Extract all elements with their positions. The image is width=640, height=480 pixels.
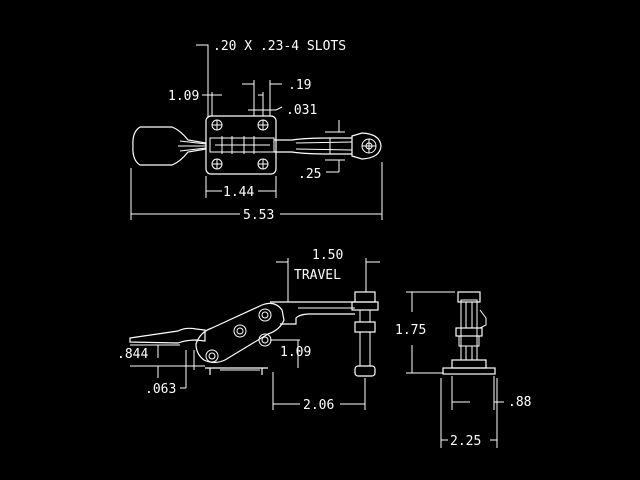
end-base [442,367,496,375]
end-block [451,359,487,369]
handle-neck [178,140,207,152]
end-nut [458,335,480,347]
dim-5-53: 5.53 [243,208,274,223]
lever-body [195,302,285,364]
dim-2-06: 2.06 [303,398,334,413]
dim-1-09-top: 1.09 [168,89,199,104]
pivot-pin [258,308,272,322]
base-plate [205,115,277,175]
handle-side [129,327,206,344]
plunger-arm [274,137,352,155]
base-side [205,367,268,375]
handle-grip [132,126,207,166]
plunger-arm-side [270,301,355,325]
end-clamp-block [455,327,483,337]
dim-1-50: 1.50 [312,248,343,263]
dim-1-75: 1.75 [395,323,426,338]
end-column [460,299,478,361]
travel-label: TRAVEL [294,268,341,283]
dim-0-031: .031 [286,103,317,118]
linkage-body [209,137,275,153]
spindle-nut-top [354,291,376,303]
pivot-pin [233,324,247,338]
dim-1-09-side: 1.09 [280,345,311,360]
dim-0-844: .844 [117,347,148,362]
dim-0-88: .88 [508,395,531,410]
spindle-nut [354,321,376,333]
dim-1-44: 1.44 [223,185,254,200]
spindle-bolt [359,331,371,367]
spindle-washer [351,301,379,311]
dim-0-19: .19 [288,78,311,93]
dim-0-063: .063 [145,382,176,397]
slots-label: .20 X .23-4 SLOTS [213,39,346,54]
side-view: 1.50 TRAVEL .844 .063 1.09 2.06 [117,248,380,413]
dim-0-25: .25 [298,167,321,182]
top-view: .20 X .23-4 SLOTS 1.09 .19 .031 .25 1.44… [130,39,383,223]
clamp-end [351,132,382,160]
end-nut-top [457,291,481,303]
spindle-tip [354,365,376,377]
dim-2-25: 2.25 [450,434,481,449]
end-view: 1.75 .88 2.25 [395,291,531,449]
slots-leader [196,44,209,118]
pivot-pin [205,349,219,363]
